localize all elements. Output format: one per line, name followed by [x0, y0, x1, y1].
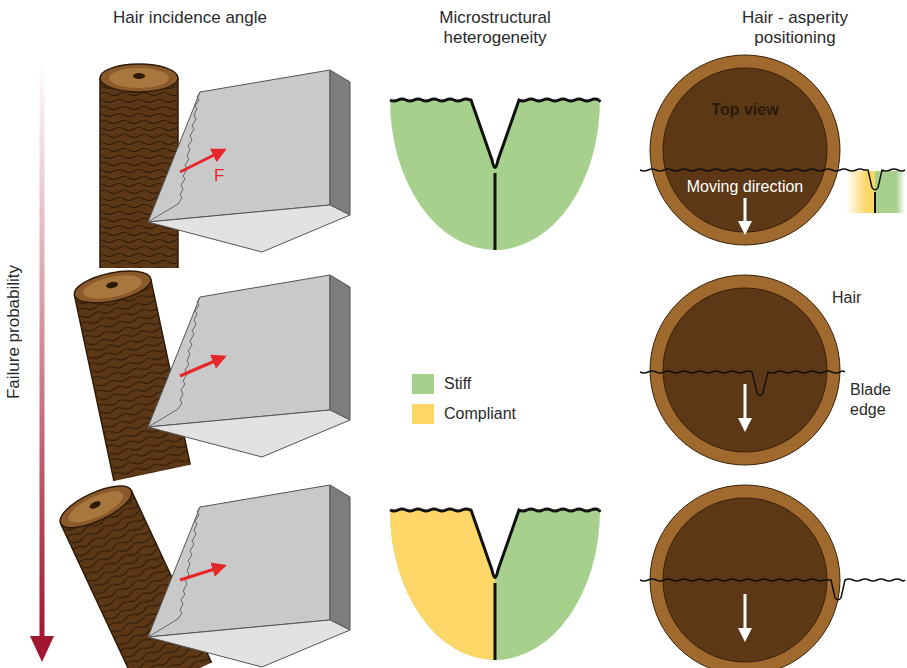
force-arrow	[180, 357, 224, 376]
motion-arrow	[738, 628, 752, 642]
column-heading: Microstructural heterogeneity	[415, 8, 575, 48]
legend-row: Stiff	[412, 374, 516, 394]
hair-top-view: Top viewMoving direction	[650, 55, 840, 245]
grain-boundary	[494, 173, 497, 250]
legend-text: Stiff	[444, 374, 471, 394]
motion-arrow	[744, 198, 747, 223]
stiff-region	[390, 509, 600, 660]
legend-text: Compliant	[444, 404, 516, 424]
compliant-region	[390, 509, 495, 660]
notched-edge	[390, 99, 600, 168]
hair-cortex	[663, 68, 827, 232]
hair-outline	[650, 55, 840, 245]
arrow-head	[30, 636, 54, 662]
legend: StiffCompliant	[412, 374, 516, 434]
hair-drawing	[100, 64, 178, 268]
grain-boundary	[494, 583, 497, 660]
hair-cortex	[663, 288, 827, 452]
force-arrow	[180, 566, 224, 580]
legend-swatch	[412, 404, 434, 424]
stiff-region	[390, 99, 600, 250]
direction-label: Moving direction	[687, 177, 804, 196]
hair-cross-section	[650, 275, 840, 465]
hair-cross-section	[650, 485, 840, 668]
blade-edge-line	[640, 371, 845, 395]
blade-drawing	[148, 485, 350, 667]
notched-edge	[390, 509, 600, 578]
axis-label: Failure probability	[4, 232, 24, 432]
view-title: Top view	[711, 100, 778, 119]
region-outline	[390, 99, 600, 250]
column-heading: Hair - asperity positioning	[715, 8, 875, 48]
motion-arrow	[744, 594, 747, 630]
force-label: F	[214, 166, 234, 186]
legend-row: Compliant	[412, 404, 516, 424]
part-label: Hair	[832, 288, 892, 308]
grain-boundary	[874, 192, 876, 213]
probability-arrow	[40, 60, 45, 640]
legend-swatch	[412, 374, 434, 394]
part-label: Blade edge	[850, 380, 902, 420]
region-outline	[390, 509, 600, 660]
blade-drawing	[148, 70, 350, 252]
motion-arrow	[744, 384, 747, 420]
blade-edge-line	[640, 579, 905, 600]
hair-cross-section	[650, 55, 840, 245]
column-heading: Hair incidence angle	[110, 8, 270, 28]
motion-arrow	[738, 418, 752, 432]
blade-drawing	[148, 275, 350, 457]
inset-patch	[846, 171, 905, 213]
motion-arrow	[738, 221, 752, 235]
